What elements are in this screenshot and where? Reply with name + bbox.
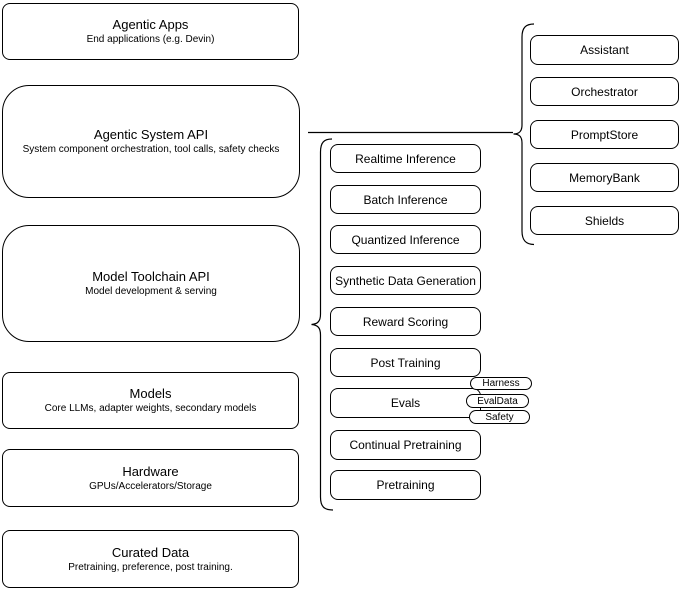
- toolchain-curly-bracket: [311, 138, 334, 511]
- tag-harness: Harness: [470, 377, 532, 390]
- node-realtime-inference: Realtime Inference: [330, 144, 481, 173]
- node-agentic-system-api: Agentic System API System component orch…: [2, 85, 300, 198]
- node-subtitle: Core LLMs, adapter weights, secondary mo…: [44, 403, 257, 414]
- node-subtitle: Pretraining, preference, post training.: [68, 561, 233, 573]
- node-assistant: Assistant: [530, 35, 679, 65]
- node-orchestrator: Orchestrator: [530, 77, 679, 106]
- node-hardware: Hardware GPUs/Accelerators/Storage: [2, 449, 299, 507]
- node-subtitle: Model development & serving: [85, 286, 217, 297]
- node-models: Models Core LLMs, adapter weights, secon…: [2, 372, 299, 429]
- node-post-training: Post Training: [330, 348, 481, 377]
- node-shields: Shields: [530, 206, 679, 235]
- node-reward-scoring: Reward Scoring: [330, 307, 481, 336]
- node-model-toolchain-api: Model Toolchain API Model development & …: [2, 225, 300, 342]
- node-subtitle: End applications (e.g. Devin): [86, 34, 215, 45]
- node-subtitle: GPUs/Accelerators/Storage: [89, 480, 212, 492]
- node-promptstore: PromptStore: [530, 120, 679, 149]
- node-title: Hardware: [122, 463, 179, 479]
- node-synthetic-data-generation: Synthetic Data Generation: [330, 266, 481, 295]
- node-title: Agentic Apps: [112, 17, 189, 32]
- node-continual-pretraining: Continual Pretraining: [330, 430, 481, 460]
- node-title: Models: [129, 386, 172, 401]
- node-subtitle: System component orchestration, tool cal…: [22, 144, 280, 155]
- node-title: Model Toolchain API: [92, 269, 210, 284]
- node-pretraining: Pretraining: [330, 470, 481, 500]
- node-curated-data: Curated Data Pretraining, preference, po…: [2, 530, 299, 588]
- node-quantized-inference: Quantized Inference: [330, 225, 481, 254]
- node-batch-inference: Batch Inference: [330, 185, 481, 214]
- node-title: Agentic System API: [93, 127, 209, 142]
- node-title: Curated Data: [111, 544, 190, 560]
- tag-evaldata: EvalData: [466, 394, 529, 408]
- system-components-curly-bracket: [513, 23, 535, 246]
- node-memorybank: MemoryBank: [530, 163, 679, 192]
- tag-safety: Safety: [469, 410, 530, 424]
- node-agentic-apps: Agentic Apps End applications (e.g. Devi…: [2, 3, 299, 60]
- node-evals: Evals: [330, 388, 481, 418]
